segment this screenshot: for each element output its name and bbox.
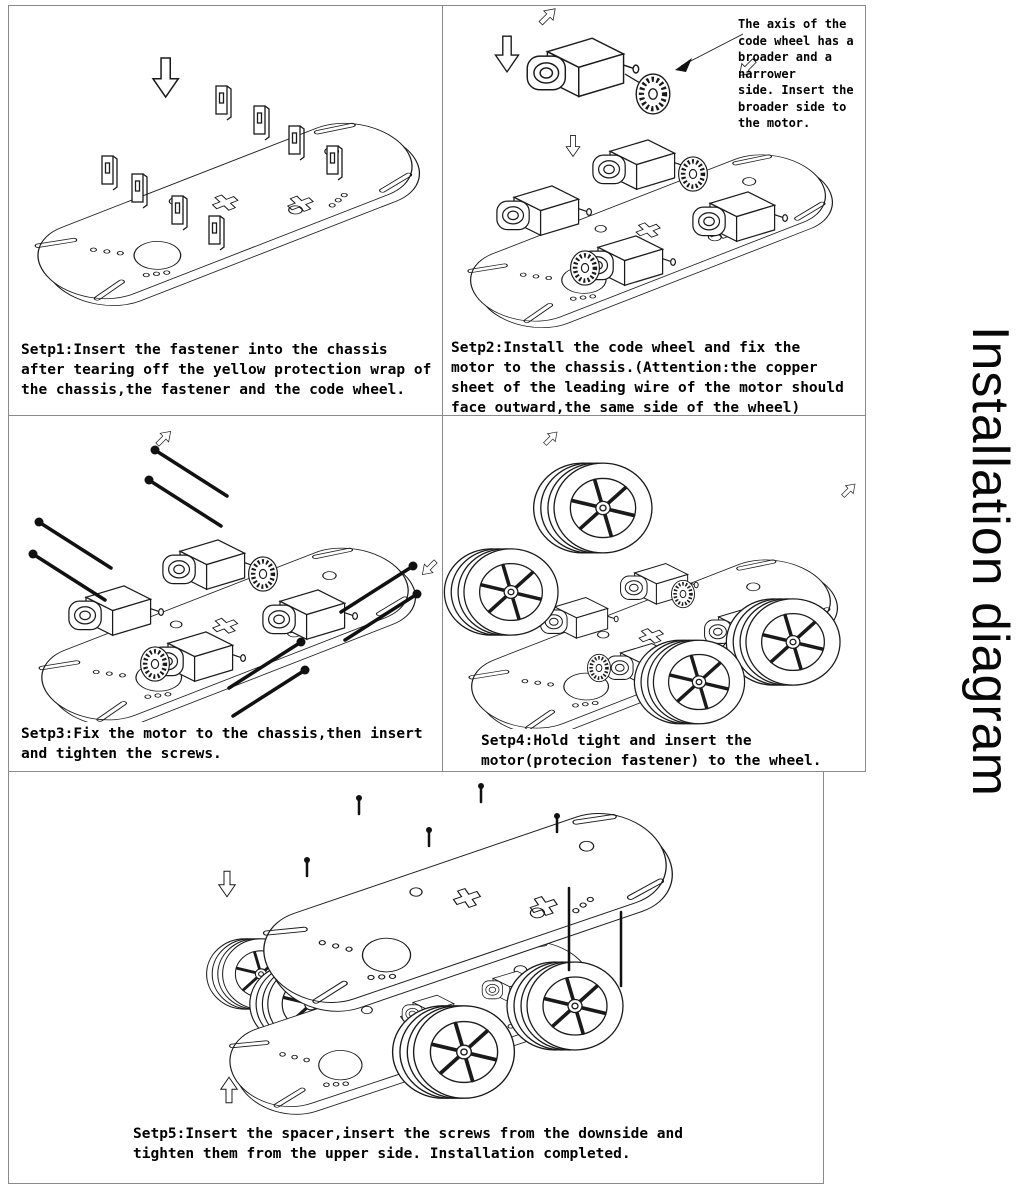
- step5-panel: Setp5:Insert the spacer,insert the screw…: [8, 771, 824, 1184]
- step2-panel: The axis of the code wheel has a broader…: [442, 5, 866, 416]
- step3-caption: Setp3:Fix the motor to the chassis,then …: [21, 726, 423, 762]
- down-arrow-icon: [494, 35, 520, 73]
- step2-caption: Setp2:Install the code wheel and fix the…: [451, 340, 844, 416]
- ne-arrow-icon-right: [838, 479, 860, 501]
- down-arrow-icon: [152, 57, 180, 98]
- west-arrow-icon: [417, 556, 441, 580]
- step3-illustration: [9, 426, 441, 722]
- ne-arrow-icon: [152, 426, 176, 450]
- step4-panel: Setp4:Hold tight and insert the motor(pr…: [442, 415, 866, 772]
- step5-illustration: [205, 781, 823, 1122]
- motor-assembly-detached: [526, 37, 670, 114]
- ne-arrow-icon: [540, 427, 562, 449]
- down-arrow-icon: [218, 870, 236, 898]
- step4-illustration: [443, 427, 865, 729]
- spacer-rods: [567, 886, 623, 988]
- chassis-plate: [14, 110, 442, 320]
- ne-arrow-icon: [535, 6, 561, 29]
- step4-caption: Setp4:Hold tight and insert the motor(pr…: [481, 733, 822, 769]
- step1-caption: Setp1:Insert the fastener into the chass…: [21, 342, 432, 398]
- axis-callout-line: [675, 33, 744, 72]
- code-wheel-annotation: The axis of the code wheel has a broader…: [738, 17, 854, 130]
- small-down-arrow-icon: [565, 135, 581, 157]
- page-title-vertical: Installation diagram: [961, 326, 1019, 797]
- step1-illustration: [9, 57, 442, 336]
- step1-panel: Setp1:Insert the fastener into the chass…: [8, 5, 443, 416]
- step2-illustration: [443, 6, 865, 336]
- step3-panel: Setp3:Fix the motor to the chassis,then …: [8, 415, 443, 772]
- up-arrow-icon: [220, 1076, 238, 1104]
- step5-caption: Setp5:Insert the spacer,insert the screw…: [133, 1126, 683, 1162]
